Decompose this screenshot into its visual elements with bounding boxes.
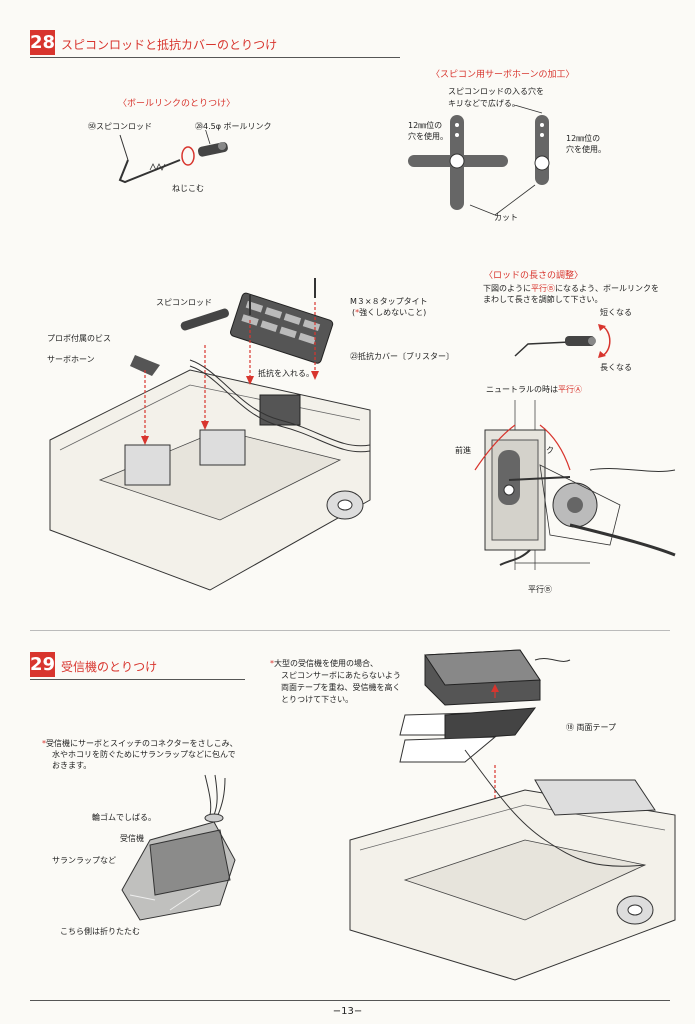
wrap-note-1: *受信機にサーボとスイッチのコネクターをさしこみ、 <box>42 739 238 748</box>
step-28-number: 28 <box>29 30 56 55</box>
assembly-rod-label: スピコンロッド <box>156 298 212 307</box>
receiver-label: 受信機 <box>120 834 144 843</box>
ball-link-heading: 〈ボールリンクのとりつけ〉 <box>118 99 236 109</box>
footer-rule <box>30 1000 670 1001</box>
rod-label: ㊿スピコンロッド <box>88 122 152 131</box>
ball-link-adjust-illustration <box>514 324 611 358</box>
hole-left-1: 12㎜位の <box>408 121 443 130</box>
wrap-note-3: おきます。 <box>52 761 92 770</box>
propo-screw-label: プロポ付属のビス <box>47 334 111 343</box>
step-28-title: スピコンロッドと抵抗カバーのとりつけ <box>61 38 278 52</box>
step-28-rule <box>30 57 400 58</box>
large-note-4: とりつけて下さい。 <box>281 695 354 704</box>
rod-adjust-heading: 〈ロッドの長さの調整〉 <box>484 271 584 281</box>
shorter-label: 短くなる <box>600 308 632 317</box>
insert-resistor-label: 抵抗を入れる。 <box>258 369 314 378</box>
ball-link-label: ㉘4.5φ ボールリンク <box>195 122 272 131</box>
longer-label: 長くなる <box>600 363 632 372</box>
fold-label: こちら側は折りたたむ <box>60 927 140 936</box>
large-note-3: 両面テープを重ね、受信機を高く <box>281 683 401 692</box>
step-29-number: 29 <box>29 652 56 677</box>
chassis-assembly-illustration <box>49 278 371 591</box>
forward-label: 前進 <box>455 446 471 455</box>
hole-right-1: 12㎜位の <box>566 134 601 143</box>
parallel-b-label: 平行Ⓑ <box>528 585 552 594</box>
servo-parallel-illustration <box>474 400 676 570</box>
receiver-mount-illustration <box>349 649 676 981</box>
rod-adjust-line-2: まわして長さを調節して下さい。 <box>483 295 603 304</box>
hole-left-2: 穴を使用。 <box>408 132 448 141</box>
large-note-2: スピコンサーボにあたらないよう <box>281 671 401 680</box>
rubber-band-label: 輪ゴムでしばる。 <box>92 813 156 822</box>
section-divider <box>30 630 670 631</box>
hole-right-2: 穴を使用。 <box>566 145 606 154</box>
tap-screw-note: (*強くしめないこと) <box>352 308 427 317</box>
horn-mod-note-1: スピコンロッドの入る穴を <box>448 87 544 96</box>
screw-in-label: ねじこむ <box>172 184 204 193</box>
horn-mod-note-2: キリなどで広げる。 <box>448 99 520 108</box>
step-29-rule <box>30 679 245 680</box>
servo-horn-label: サーボホーン <box>47 355 95 364</box>
saran-label: サランラップなど <box>52 856 116 865</box>
rod-adjust-line-1: 下図のように平行Ⓑになるよう、ボールリンクを <box>483 284 659 293</box>
step-29-title: 受信機のとりつけ <box>61 660 158 674</box>
tap-screw-label: M３×８タップタイト <box>350 297 428 306</box>
servo-horn-illustration <box>408 105 550 216</box>
page-number: −13− <box>332 1006 363 1017</box>
cut-label: カット <box>494 213 518 222</box>
neutral-label: ニュートラルの時は平行Ⓐ <box>486 385 582 394</box>
large-note-1: *大型の受信機を使用の場合、 <box>270 659 378 668</box>
wrapped-receiver-illustration <box>121 774 236 921</box>
ball-link-illustration <box>118 130 228 184</box>
wrap-note-2: 水やホコリを防ぐためにサランラップなどに包んで <box>52 750 236 759</box>
double-tape-label: ⑱ 両面テープ <box>566 723 617 732</box>
horn-mod-heading: 〈スピコン用サーボホーンの加工〉 <box>431 70 575 80</box>
resistor-cover-label: ㉓抵抗カバー〔ブリスター〕 <box>350 352 454 361</box>
